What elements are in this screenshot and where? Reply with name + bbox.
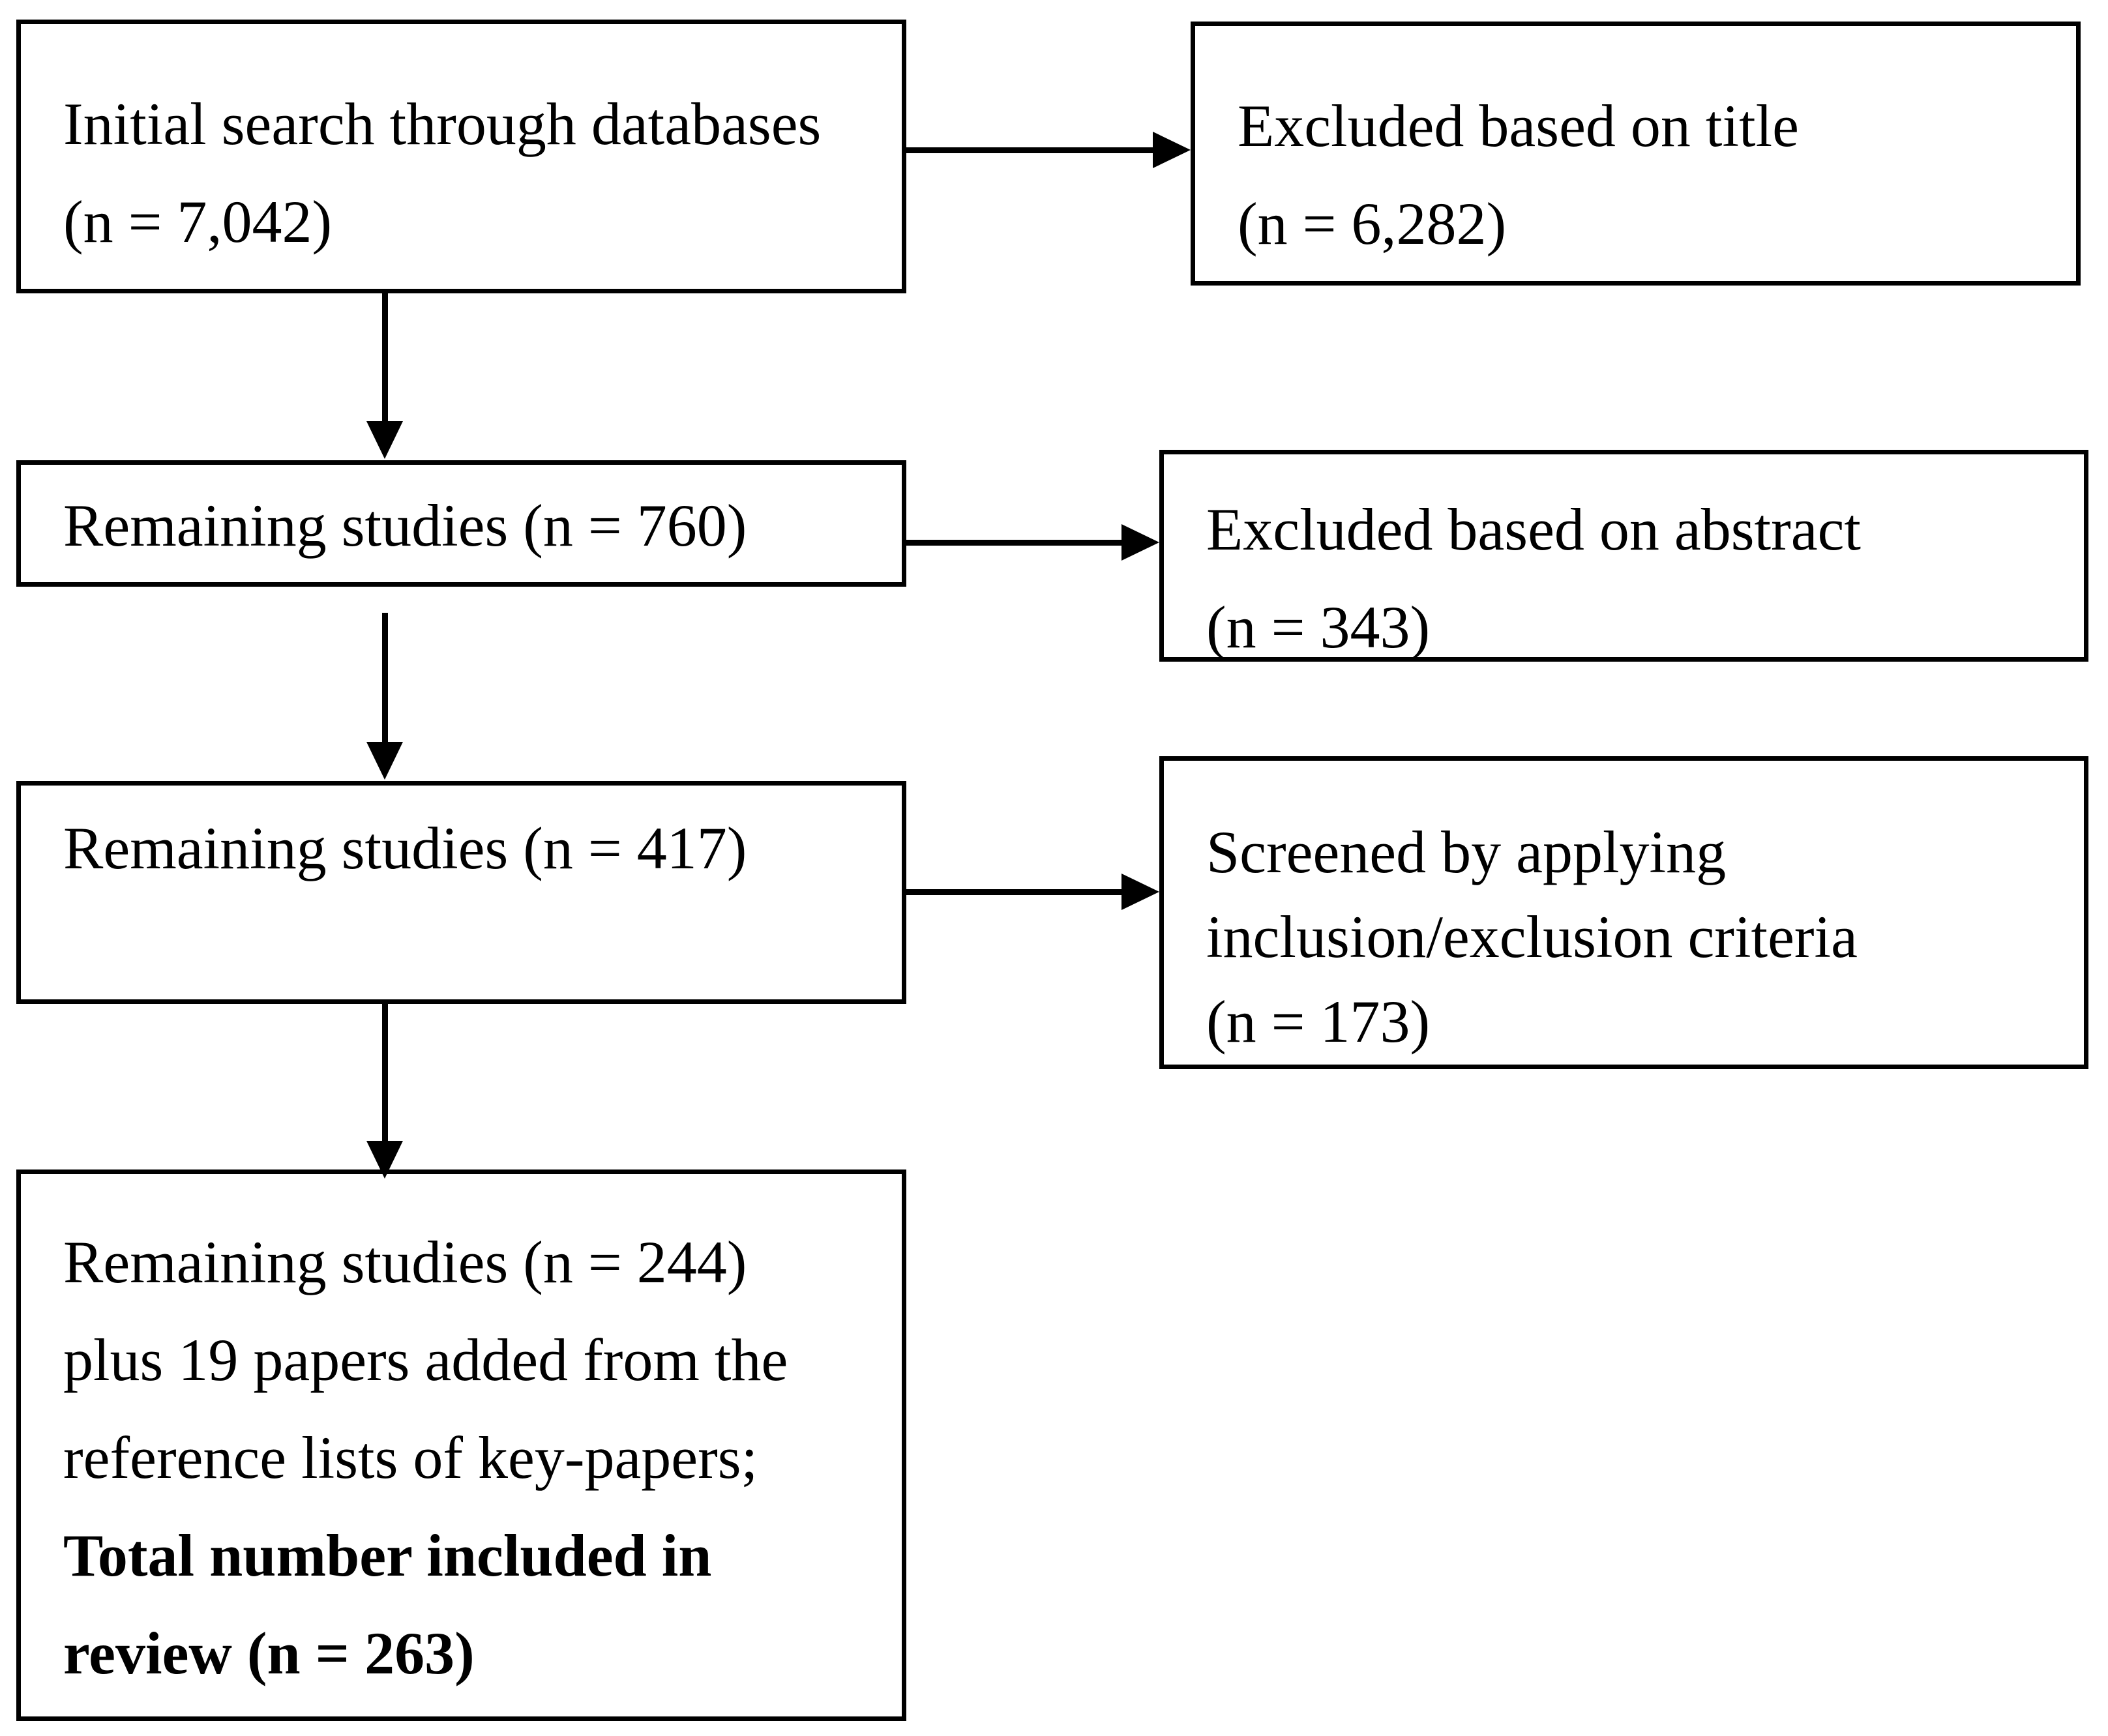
box-included-review-line2: plus 19 papers added from the <box>63 1327 788 1393</box>
box-initial-search: Initial search through databases (n = 7,… <box>16 20 906 293</box>
arrowhead-right-icon <box>1121 874 1159 910</box>
box-included-review-line4-total: Total number included in <box>63 1522 712 1589</box>
arrowhead-right-icon <box>1121 524 1159 561</box>
arrow-shaft <box>382 613 388 743</box>
box-screened-criteria-line2: inclusion/exclusion criteria <box>1206 904 1858 970</box>
box-excluded-title-line2: (n = 6,282) <box>1238 190 1507 257</box>
box-excluded-title: Excluded based on title (n = 6,282) <box>1191 22 2081 286</box>
arrow-shaft <box>382 1004 388 1142</box>
box-excluded-abstract-line1: Excluded based on abstract <box>1206 496 1861 563</box>
box-excluded-abstract: Excluded based on abstract (n = 343) <box>1159 450 2088 662</box>
box-remaining-760-line1: Remaining studies (n = 760) <box>63 492 747 559</box>
box-screened-criteria-line1: Screened by applying <box>1206 819 1727 885</box>
box-excluded-abstract-line2: (n = 343) <box>1206 594 1431 660</box>
arrowhead-down-icon <box>366 742 403 780</box>
box-remaining-760: Remaining studies (n = 760) <box>16 460 906 587</box>
box-remaining-417: Remaining studies (n = 417) <box>16 781 906 1004</box>
box-excluded-title-line1: Excluded based on title <box>1238 93 1799 159</box>
arrow-shaft <box>906 540 1123 546</box>
arrowhead-right-icon <box>1153 132 1191 168</box>
arrowhead-down-icon <box>366 421 403 459</box>
box-included-review-line5-total: review (n = 263) <box>63 1620 475 1686</box>
box-included-review: Remaining studies (n = 244) plus 19 pape… <box>16 1170 906 1721</box>
box-initial-search-line1: Initial search through databases <box>63 91 822 157</box>
box-included-review-line3: reference lists of key-papers; <box>63 1424 758 1491</box>
box-included-review-line1: Remaining studies (n = 244) <box>63 1229 747 1295</box>
arrow-shaft <box>906 147 1154 153</box>
arrow-shaft <box>382 293 388 422</box>
box-screened-criteria: Screened by applying inclusion/exclusion… <box>1159 756 2088 1069</box>
arrowhead-down-icon <box>366 1141 403 1179</box>
arrow-shaft <box>906 889 1123 895</box>
box-initial-search-line2: (n = 7,042) <box>63 188 333 255</box>
box-screened-criteria-line3: (n = 173) <box>1206 988 1431 1055</box>
box-remaining-417-line1: Remaining studies (n = 417) <box>63 815 747 881</box>
